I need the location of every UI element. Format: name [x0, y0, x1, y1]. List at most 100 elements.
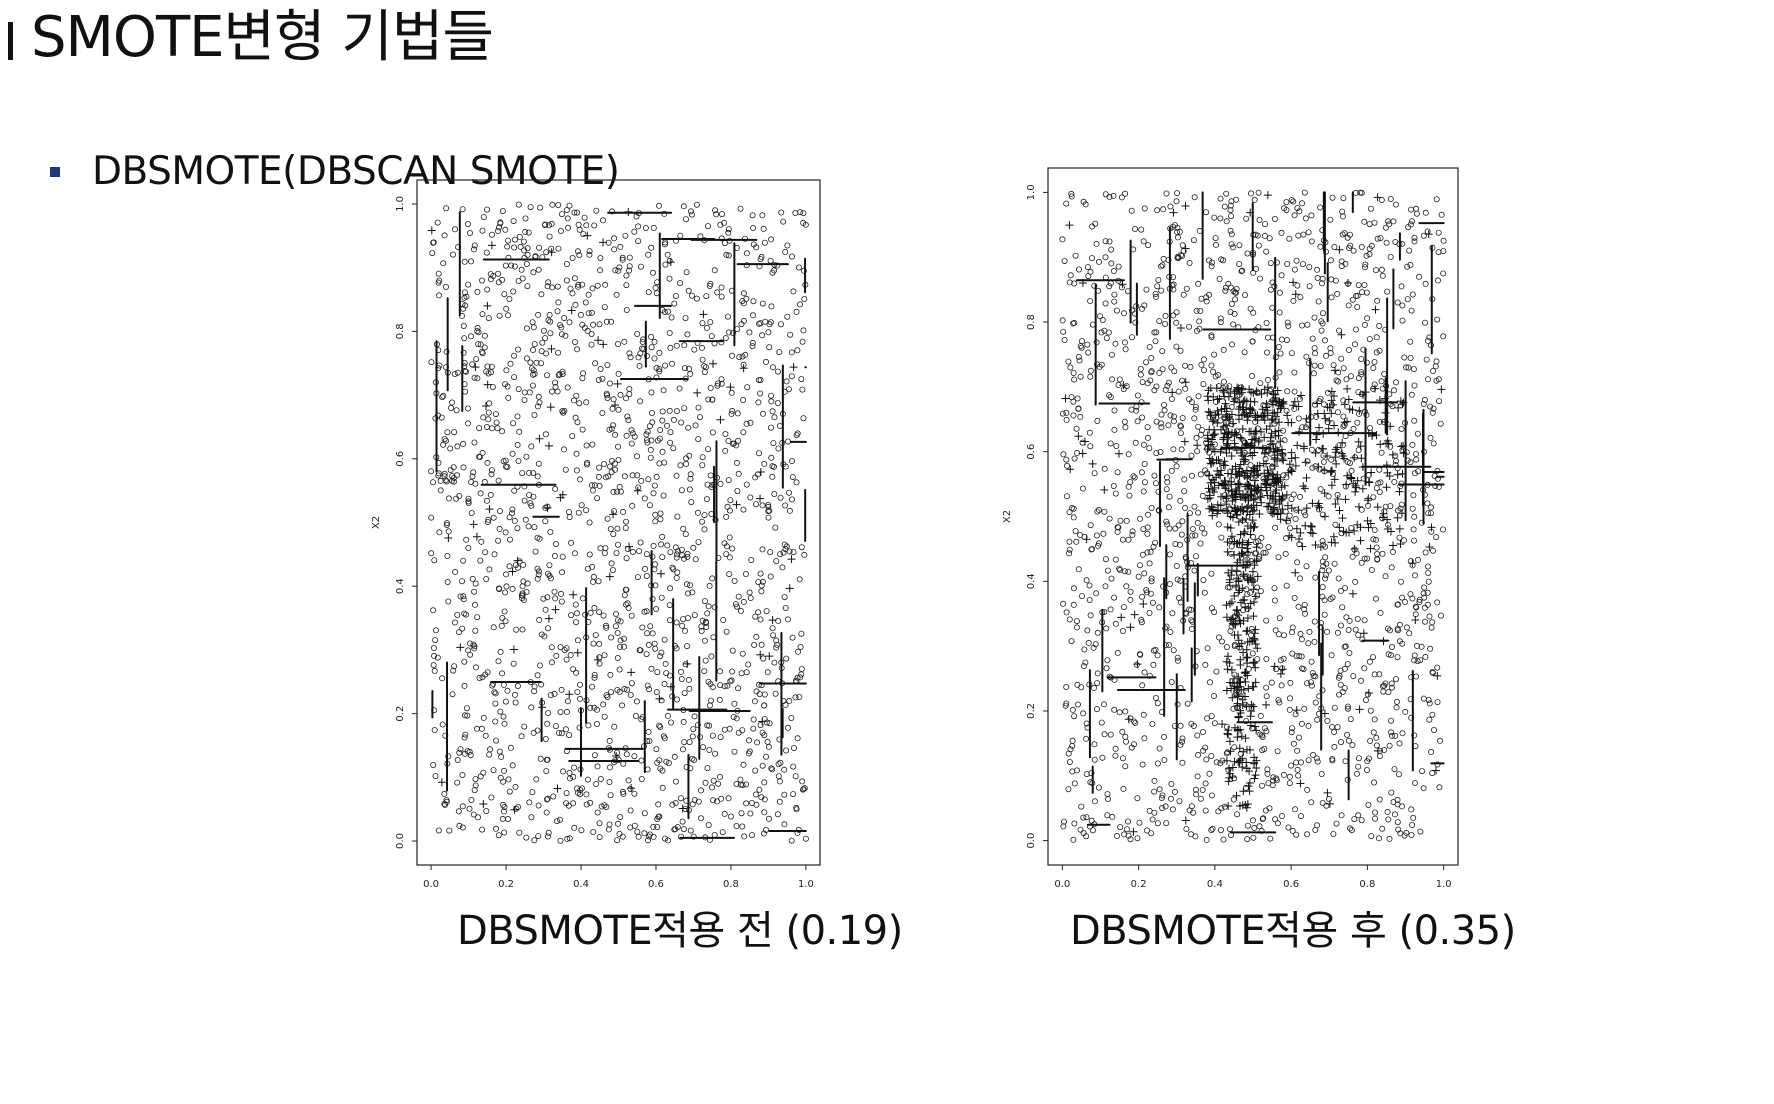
- data-point: [1218, 534, 1225, 541]
- data-point: [671, 300, 678, 307]
- data-point: [467, 651, 474, 658]
- data-point: [1208, 259, 1215, 266]
- data-point: [1270, 777, 1277, 784]
- data-point: [1338, 263, 1345, 270]
- data-point: [1118, 194, 1125, 201]
- data-point: [1139, 761, 1146, 768]
- data-point: [1105, 329, 1112, 336]
- data-point: [706, 283, 713, 290]
- data-point: [1366, 251, 1373, 258]
- data-point: [1213, 759, 1220, 766]
- plus-marker: [1345, 405, 1354, 414]
- data-point: [1238, 268, 1245, 275]
- data-point: [1341, 643, 1348, 650]
- data-point: [666, 257, 673, 264]
- data-point: [780, 218, 787, 225]
- data-point: [595, 376, 602, 383]
- data-point: [794, 347, 801, 354]
- plus-marker: [1230, 757, 1239, 766]
- plus-marker: [787, 555, 796, 564]
- data-point: [453, 407, 460, 414]
- data-point: [1358, 369, 1365, 376]
- data-point: [1066, 546, 1073, 553]
- data-point: [1365, 472, 1372, 479]
- data-point: [648, 409, 655, 416]
- data-point: [1292, 711, 1299, 718]
- plus-marker: [1291, 453, 1300, 462]
- data-point: [599, 409, 606, 416]
- data-point: [430, 607, 437, 614]
- data-point: [1346, 617, 1353, 624]
- data-point: [1339, 213, 1346, 220]
- data-point: [1249, 817, 1256, 824]
- data-point: [1298, 665, 1305, 672]
- data-point: [617, 391, 624, 398]
- plus-marker: [599, 238, 608, 247]
- data-point: [576, 681, 583, 688]
- data-point: [1297, 630, 1304, 637]
- plus-marker: [1294, 402, 1303, 411]
- data-point: [722, 447, 729, 454]
- data-point: [1194, 732, 1201, 739]
- data-point: [1102, 300, 1109, 307]
- data-point: [566, 514, 573, 521]
- plus-marker: [1080, 437, 1089, 446]
- data-point: [460, 557, 467, 564]
- data-point: [1358, 189, 1365, 196]
- plus-marker: [1239, 560, 1248, 569]
- data-point: [596, 660, 603, 667]
- data-point: [531, 837, 538, 844]
- data-point: [1376, 796, 1383, 803]
- data-point: [576, 695, 583, 702]
- data-point: [543, 756, 550, 763]
- data-point: [1194, 448, 1201, 455]
- data-point: [749, 339, 756, 346]
- data-point: [1125, 832, 1132, 839]
- data-point: [1117, 517, 1124, 524]
- data-point: [1342, 758, 1349, 765]
- data-point: [1060, 451, 1067, 458]
- data-point: [534, 473, 541, 480]
- data-point: [1160, 206, 1167, 213]
- data-point: [761, 779, 768, 786]
- data-point: [729, 407, 736, 414]
- data-point: [1179, 759, 1186, 766]
- plus-marker: [1243, 799, 1252, 808]
- data-point: [729, 440, 736, 447]
- data-point: [725, 226, 732, 233]
- data-point: [775, 445, 782, 452]
- data-point: [617, 637, 624, 644]
- plus-marker: [1118, 280, 1127, 289]
- data-point: [1244, 250, 1251, 257]
- data-point: [468, 797, 475, 804]
- plus-marker: [1248, 578, 1257, 587]
- data-point: [554, 818, 561, 825]
- data-point: [552, 485, 559, 492]
- plus-marker: [1237, 732, 1246, 741]
- data-point: [1305, 229, 1312, 236]
- plus-marker: [1313, 409, 1322, 418]
- data-point: [1278, 272, 1285, 279]
- data-point: [648, 333, 655, 340]
- data-point: [799, 786, 806, 793]
- plus-marker: [1399, 441, 1408, 450]
- data-point: [1113, 307, 1120, 314]
- data-point: [611, 723, 618, 730]
- majority-points: [428, 201, 809, 844]
- data-point: [579, 375, 586, 382]
- data-point: [584, 327, 591, 334]
- data-point: [1328, 294, 1335, 301]
- data-point: [750, 716, 757, 723]
- data-point: [1261, 725, 1268, 732]
- data-point: [1247, 589, 1254, 596]
- plus-marker: [1342, 528, 1351, 537]
- plus-marker: [535, 434, 544, 443]
- plus-marker: [1231, 619, 1240, 628]
- data-point: [591, 674, 598, 681]
- data-point: [1325, 493, 1332, 500]
- plus-marker: [1242, 466, 1251, 475]
- data-point: [459, 206, 466, 213]
- data-point: [437, 487, 444, 494]
- data-point: [1355, 447, 1362, 454]
- data-point: [1259, 816, 1266, 823]
